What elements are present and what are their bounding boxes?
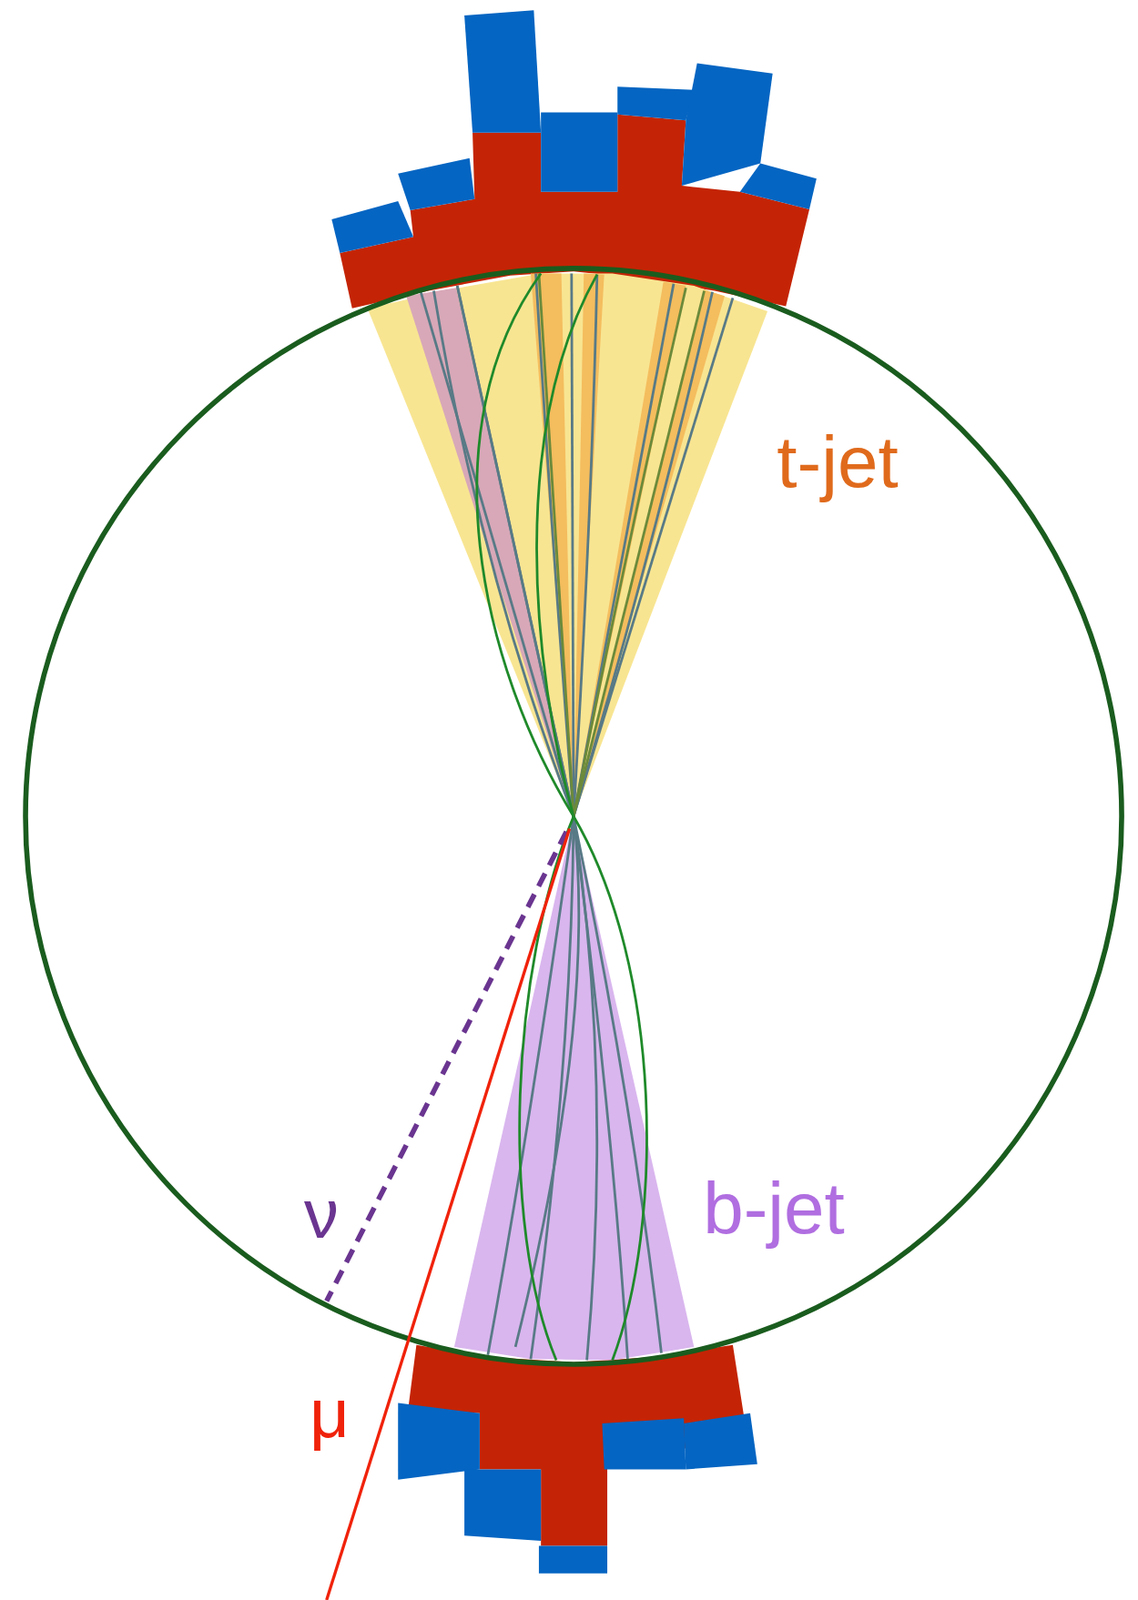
- particle-label: ν: [304, 1179, 339, 1250]
- jet-label: b-jet: [702, 1172, 845, 1246]
- curved-tracks: [477, 274, 648, 1362]
- bottom-calorimeter: [397, 1345, 758, 1575]
- neutrino-line: [326, 832, 567, 1302]
- top-calorimeter: [331, 10, 817, 308]
- b-jet-cone: [454, 816, 694, 1362]
- muon-track: [326, 828, 570, 1600]
- tracks: [420, 274, 733, 1362]
- detector-outline: [25, 268, 1122, 1365]
- jet-label: t-jet: [776, 426, 898, 499]
- t-jet-cone: [367, 274, 768, 817]
- particle-label: μ: [309, 1379, 350, 1449]
